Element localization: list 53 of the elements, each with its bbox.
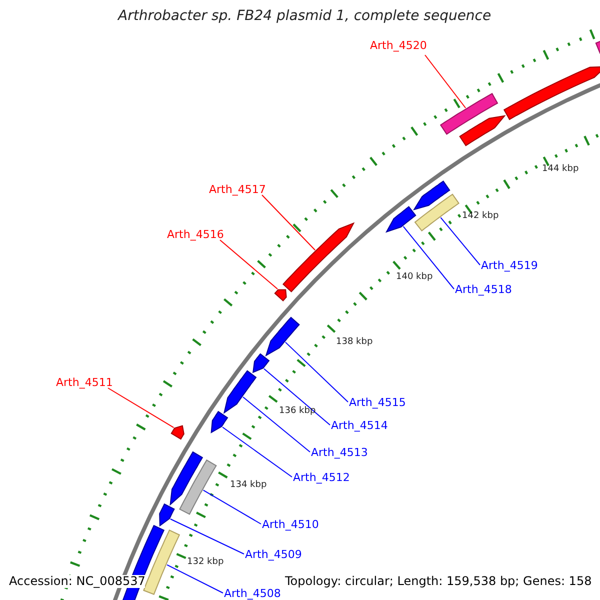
scale-label: 134 kbp <box>230 479 267 492</box>
accession-text: Accession: NC_008537 <box>9 575 146 588</box>
gene-block <box>503 66 600 120</box>
gene-block <box>282 222 355 292</box>
leader-line <box>108 388 174 428</box>
gene-label: Arth_4518 <box>455 283 512 296</box>
gene-block <box>170 425 184 440</box>
gene-label: Arth_4519 <box>481 259 538 272</box>
leader-line <box>220 240 278 290</box>
gene-block <box>159 503 175 527</box>
gene-band <box>440 92 498 135</box>
gene-block <box>170 451 204 506</box>
leader-line <box>402 226 454 290</box>
scale-label: 140 kbp <box>396 271 433 284</box>
gene-label: Arth_4509 <box>245 548 302 561</box>
gene-label: Arth_4516 <box>167 228 224 241</box>
gene-label: Arth_4514 <box>331 419 388 432</box>
gene-block <box>223 370 257 414</box>
scale-label: 144 kbp <box>542 163 579 176</box>
gene-label: Arth_4520 <box>370 39 427 52</box>
gene-block <box>252 353 270 374</box>
gene-block <box>265 316 300 356</box>
leader-line <box>166 564 224 594</box>
gene-label: Arth_4512 <box>293 471 350 484</box>
scale-label: 136 kbp <box>279 405 316 418</box>
gene-band <box>414 194 460 232</box>
leader-line <box>242 396 310 452</box>
gene-label: Arth_4511 <box>56 376 113 389</box>
gene-band <box>179 459 217 515</box>
gene-band <box>143 530 180 595</box>
scale-label: 142 kbp <box>462 210 499 223</box>
gene-block <box>413 180 450 210</box>
scale-label: 132 kbp <box>187 556 224 569</box>
leader-line <box>222 426 292 478</box>
title: Arthrobacter sp. FB24 plasmid 1, complete sequence <box>118 10 492 23</box>
leader-line <box>264 368 330 426</box>
leader-line <box>170 518 244 554</box>
leader-line <box>262 194 316 251</box>
scale-label: 138 kbp <box>336 336 373 349</box>
gene-block <box>385 206 416 233</box>
gene-label: Arth_4513 <box>311 446 368 459</box>
summary-text: Topology: circular; Length: 159,538 bp; Genes: 158 <box>285 575 592 588</box>
gene-label: Arth_4517 <box>209 183 266 196</box>
gene-label: Arth_4515 <box>349 396 406 409</box>
gene-block <box>210 410 228 434</box>
gene-block <box>274 289 287 302</box>
leader-line <box>424 54 466 108</box>
leader-line <box>284 342 348 402</box>
gene-block <box>459 115 506 146</box>
leader-line <box>440 217 480 266</box>
gene-label: Arth_4508 <box>224 587 281 600</box>
gene-label: Arth_4510 <box>262 518 319 531</box>
leader-line <box>202 490 262 524</box>
